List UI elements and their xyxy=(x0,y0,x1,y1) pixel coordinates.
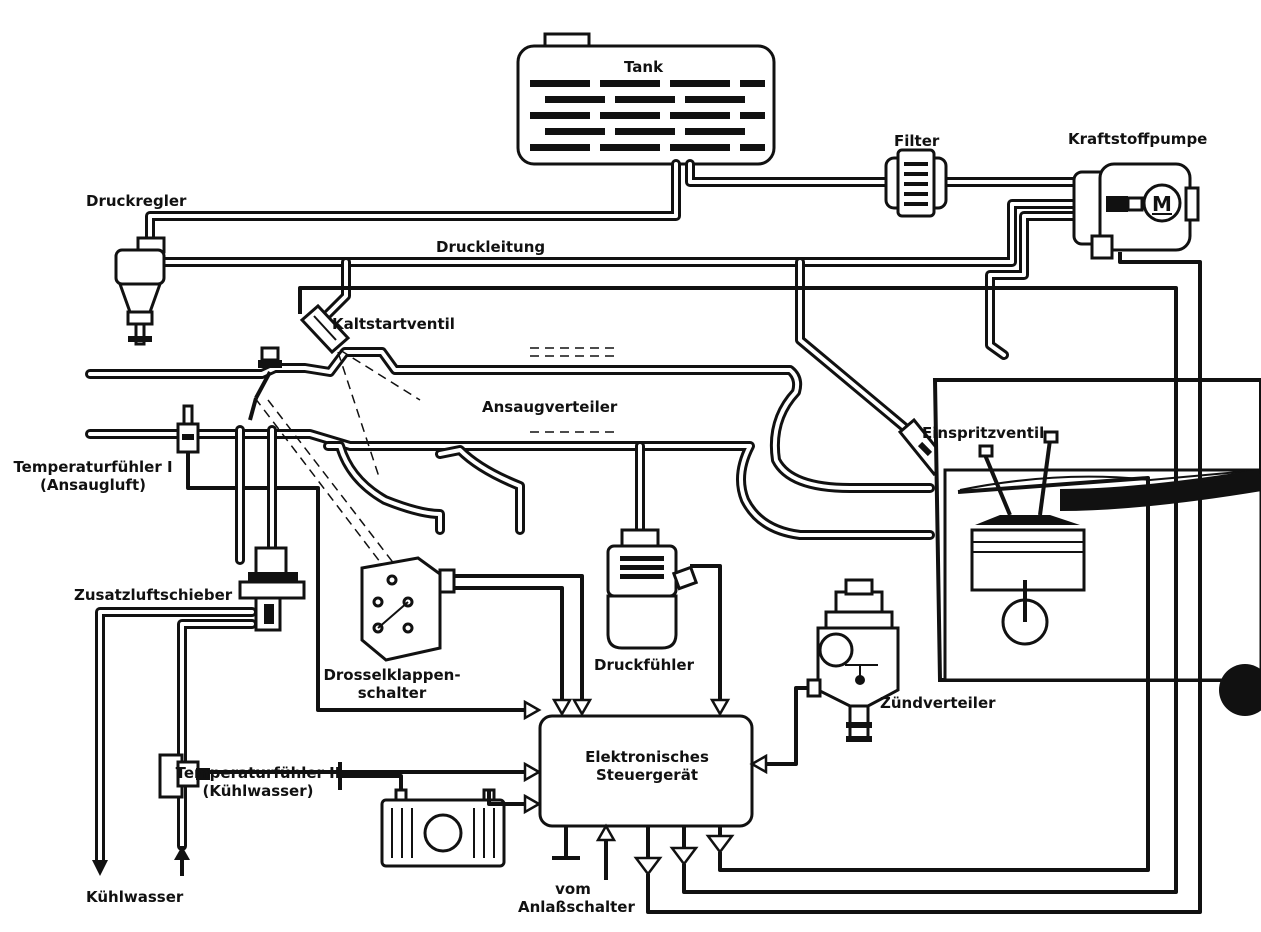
fuel-pump-label: Kraftstoffpumpe xyxy=(1068,130,1208,148)
temperature-sensor-2-title: Temperaturfühler II xyxy=(175,764,341,782)
pressure-regulator-label: Druckregler xyxy=(86,192,187,210)
throttle-switch-subtitle: schalter xyxy=(357,684,427,702)
filter-label: Filter xyxy=(894,132,940,150)
pipe-break-marks xyxy=(530,258,935,433)
filter xyxy=(884,148,948,218)
temperature-sensor-2 xyxy=(158,753,525,799)
temperature-sensor-2-subtitle: (Kühlwasser) xyxy=(202,782,314,800)
battery xyxy=(338,762,525,868)
intake-manifold-label: Ansaugverteiler xyxy=(482,398,618,416)
temperature-sensor-1-label: Temperaturfühler I (Ansaugluft) xyxy=(6,458,180,494)
fuel-lines xyxy=(145,159,1095,437)
throttle-switch xyxy=(360,556,584,700)
distributor xyxy=(766,578,900,766)
pressure-sensor xyxy=(606,441,722,700)
throttle-switch-label: Drosselklappen- schalter xyxy=(322,666,462,702)
fuel-pump: M xyxy=(1072,162,1200,260)
starter-switch-name: Anlaßschalter xyxy=(518,898,635,916)
temperature-sensor-1-title: Temperaturfühler I xyxy=(13,458,173,476)
pressure-sensor-label: Druckfühler xyxy=(594,656,694,674)
coolant-pipes xyxy=(92,607,257,876)
tank xyxy=(516,32,776,166)
pressure-regulator xyxy=(114,236,166,346)
engine xyxy=(932,378,1261,682)
left-dots xyxy=(1219,664,1261,716)
throttle-valve xyxy=(248,346,282,421)
injector-label: Einspritzventil xyxy=(922,424,1045,442)
ecu-label: Elektronisches Steuergerät xyxy=(552,748,742,784)
ecu-input-arrows xyxy=(523,698,768,842)
ecu-subtitle: Steuergerät xyxy=(596,766,698,784)
throttle-switch-title: Drosselklappen- xyxy=(323,666,461,684)
motor-letter: M xyxy=(1152,192,1172,216)
aux-air-valve-label: Zusatzluftschieber xyxy=(74,586,233,604)
distributor-label: Zündverteiler xyxy=(880,694,996,712)
aux-air-valve xyxy=(235,425,306,632)
starter-switch-label: vom Anlaßschalter xyxy=(518,880,635,916)
cold-start-valve xyxy=(299,303,421,481)
intake-manifold xyxy=(85,347,935,540)
pressure-line-label: Druckleitung xyxy=(436,238,546,256)
temperature-sensor-1 xyxy=(176,404,525,712)
cold-start-valve-label: Kaltstartventil xyxy=(332,315,455,333)
tank-label: Tank xyxy=(624,58,664,76)
coolant-label: Kühlwasser xyxy=(86,888,184,906)
starter-switch-prefix: vom xyxy=(555,880,591,898)
ecu-title: Elektronisches xyxy=(585,748,709,766)
temperature-sensor-2-label: Temperaturfühler II (Kühlwasser) xyxy=(174,764,342,800)
ecu-output-lines xyxy=(298,252,1202,914)
temperature-sensor-1-subtitle: (Ansaugluft) xyxy=(40,476,146,494)
